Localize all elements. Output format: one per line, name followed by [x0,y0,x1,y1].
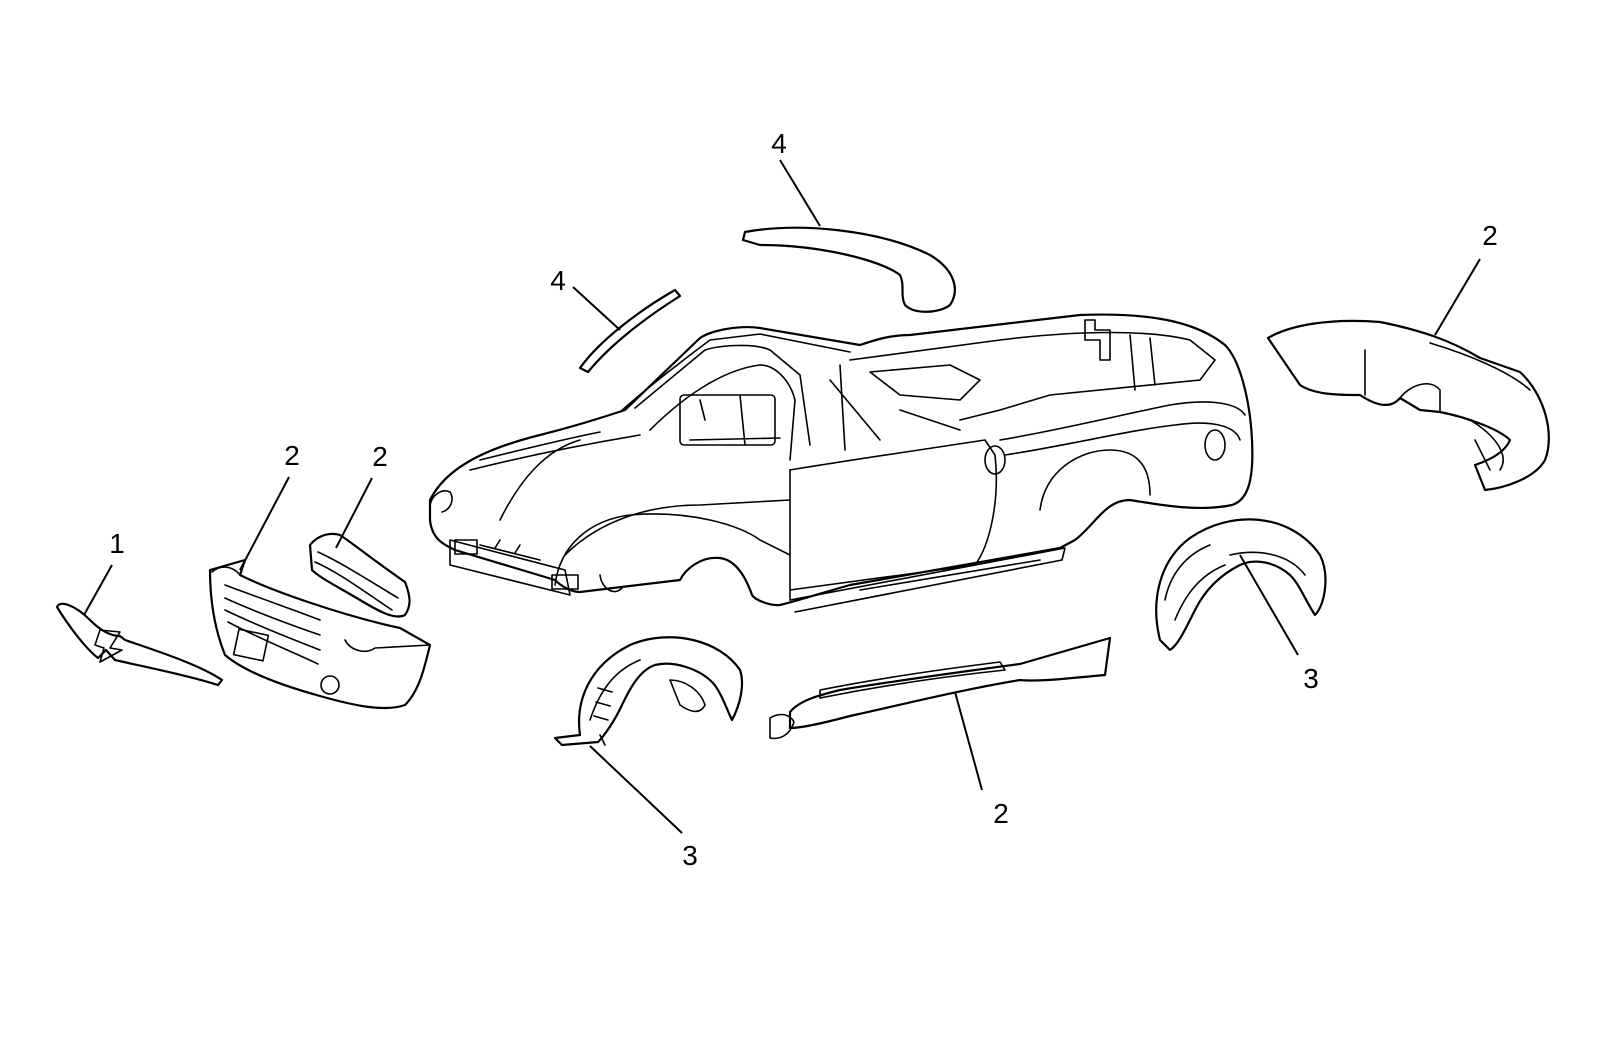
callout-1: 1 [109,528,125,559]
front-emblem-panel [55,602,224,687]
callout-2-rocker: 2 [993,798,1009,829]
leader-line-4a [779,159,821,227]
leader-line-2d [954,691,983,791]
callout-2-front-bumper: 2 [284,440,300,471]
windshield-trim [578,288,682,374]
leader-line-2c [1434,258,1481,336]
callout-2-hood: 2 [372,441,388,472]
leader-line-2b [335,477,373,549]
callout-4-windshield: 4 [550,265,566,296]
rear-wheelhouse-liner [1155,518,1327,652]
leader-line-1 [83,564,113,616]
leader-line-3b [1239,554,1299,656]
rear-bumper-fascia [1266,319,1550,492]
callout-3-rear-liner: 3 [1303,663,1319,694]
callout-4-roof-rail: 4 [771,128,787,159]
callout-3-front-liner: 3 [682,840,698,871]
rocker-panel [769,636,1112,740]
callout-2-rear-bumper: 2 [1482,220,1498,251]
roof-trim-rail [741,226,956,313]
leader-line-2a [239,476,290,571]
leader-line-4b [572,286,621,331]
car-body-shell [428,313,1254,613]
front-bumper-fascia [208,558,432,710]
callout-labels: 1 2 2 2 2 3 3 4 4 [109,128,1498,871]
callout-leader-lines [83,159,1481,834]
front-wheelhouse-liner [553,636,744,747]
leader-line-3a [589,745,683,834]
hood-panel [308,532,411,618]
